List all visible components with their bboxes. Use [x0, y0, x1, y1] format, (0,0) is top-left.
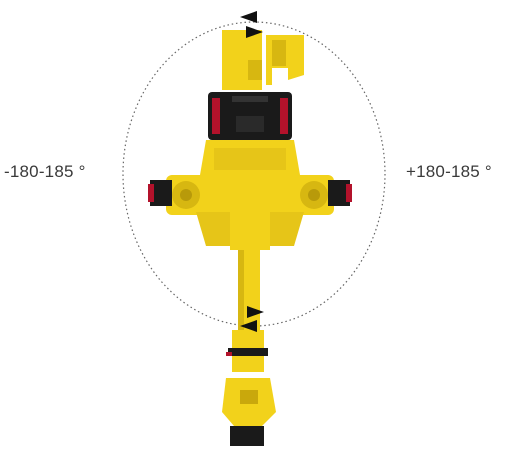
robot-arm	[148, 30, 352, 446]
robot-shoulder	[166, 175, 334, 215]
triangle-arrow-icon	[247, 306, 264, 318]
triangle-arrow-icon	[240, 320, 257, 332]
rotation-range-left-label: -180-185 °	[4, 162, 86, 181]
triangle-arrow-icon	[246, 26, 263, 38]
rotation-path	[122, 21, 386, 327]
triangle-arrow-icon	[240, 11, 257, 23]
robot-base-flange	[230, 426, 264, 446]
rotation-range-right-label: +180-185 °	[406, 162, 492, 181]
robot-wrist	[232, 330, 264, 348]
